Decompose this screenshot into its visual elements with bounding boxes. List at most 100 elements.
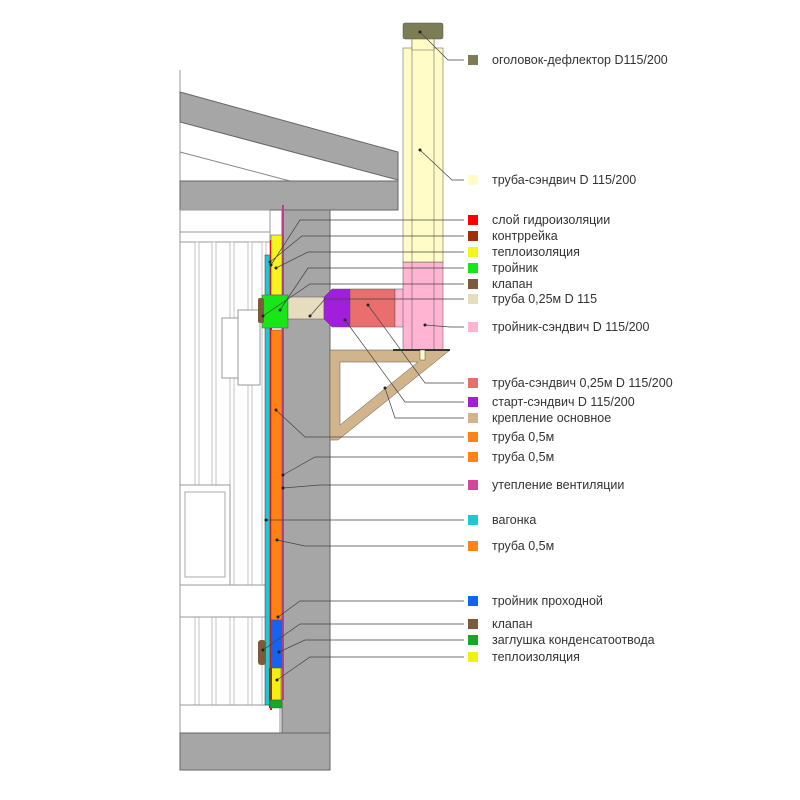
legend-label: теплоизоляция — [492, 650, 580, 664]
legend-label: теплоизоляция — [492, 245, 580, 259]
slat — [194, 241, 200, 706]
leader-line — [419, 31, 464, 61]
legend-item: заглушка конденсатоотвода — [468, 633, 655, 647]
legend-item: труба 0,5м — [468, 430, 554, 444]
legend-label: контррейка — [492, 229, 558, 243]
leader-dot — [308, 314, 312, 318]
leader-dot — [264, 518, 268, 522]
legend-label: крепление основное — [492, 411, 612, 425]
legend-item: труба 0,5м — [468, 450, 554, 464]
legend-swatch — [468, 378, 478, 388]
leader-line — [384, 387, 464, 419]
legend-swatch — [468, 619, 478, 629]
legend-label: оголовок-дефлектор D115/200 — [492, 53, 668, 67]
legend-swatch — [468, 541, 478, 551]
legend-swatch — [468, 55, 478, 65]
legend-item: тройник — [468, 261, 538, 275]
legend-item: теплоизоляция — [468, 245, 580, 259]
legend-label: труба-сэндвич 0,25м D 115/200 — [492, 376, 673, 390]
pipe-0-5m — [270, 329, 283, 621]
tee — [261, 294, 289, 329]
leader-line — [276, 656, 464, 681]
pass-through-tee — [270, 619, 283, 669]
leader-dot — [268, 260, 272, 264]
legend-swatch — [468, 480, 478, 490]
legend-label: тройник-сэндвич D 115/200 — [492, 320, 650, 334]
legend-swatch — [468, 322, 478, 332]
stove-door — [184, 491, 226, 578]
roof-slab — [179, 91, 399, 181]
legend-label: клапан — [492, 277, 533, 291]
leader-line — [269, 235, 464, 263]
leader-line — [262, 283, 464, 317]
legend-label: старт-сэндвич D 115/200 — [492, 395, 635, 409]
legend-swatch — [468, 294, 478, 304]
insulation-bottom — [270, 667, 282, 701]
leader-dot — [418, 30, 422, 34]
leader-line — [344, 319, 464, 403]
legend-item: старт-сэндвич D 115/200 — [468, 395, 635, 409]
leader-line — [367, 304, 464, 384]
legend-label: труба 0,5м — [492, 450, 555, 464]
legend-item: клапан — [468, 277, 532, 291]
legend-label: тройник проходной — [492, 594, 603, 608]
leader-dot — [343, 318, 347, 322]
leader-line — [275, 251, 464, 269]
legend-label: утепление вентиляции — [492, 478, 625, 492]
legend-label: заглушка конденсатоотвода — [492, 633, 655, 647]
leader-dot — [274, 408, 278, 412]
legend-label: труба 0,25м D 115 — [492, 292, 598, 306]
legend-item: тройник проходной — [468, 594, 603, 608]
deflector-cap — [402, 22, 444, 40]
leader-line — [282, 456, 464, 476]
sandwich-pipe — [402, 47, 444, 263]
leader-line — [278, 639, 464, 653]
legend-item: труба-сэндвич D 115/200 — [468, 173, 636, 187]
valve — [258, 298, 264, 323]
leader-line — [270, 219, 464, 266]
legend-swatch — [468, 652, 478, 662]
pipe-0-25m — [287, 296, 325, 320]
leader-dot — [277, 650, 281, 654]
legend-item: теплоизоляция — [468, 650, 580, 664]
legend-item: тройник-сэндвич D 115/200 — [468, 320, 649, 334]
legend-label: труба-сэндвич D 115/200 — [492, 173, 637, 187]
legend-item: слой гидроизоляции — [468, 213, 610, 227]
slat — [229, 241, 235, 706]
condensate-plug — [269, 699, 283, 709]
bench — [179, 584, 271, 618]
legend-swatch — [468, 279, 478, 289]
legend-label: труба 0,5м — [492, 430, 555, 444]
inner-pipe-top — [411, 37, 435, 51]
legend-item: контррейка — [468, 229, 558, 243]
leader-dot — [261, 648, 265, 652]
legend-item: крепление основное — [468, 411, 611, 425]
leader-line — [279, 267, 464, 311]
leader-dot — [274, 266, 278, 270]
stove-pipe-connector — [237, 309, 261, 386]
legend-label: тройник — [492, 261, 538, 275]
leader-dot — [275, 678, 279, 682]
leader-line — [277, 600, 464, 618]
leader-dot — [281, 486, 285, 490]
legend-item: труба 0,25м D 115 — [468, 292, 597, 306]
leader-dot — [418, 148, 422, 152]
legend-swatch — [468, 247, 478, 257]
sandwich-0-25m — [349, 288, 396, 328]
foundation — [179, 732, 331, 771]
legend-swatch — [468, 432, 478, 442]
interior-rail — [179, 231, 271, 243]
leader-dot — [275, 538, 279, 542]
roof-line — [179, 151, 291, 182]
leader-line — [276, 539, 464, 547]
leader-dot — [383, 386, 387, 390]
leader-dot — [278, 308, 282, 312]
leader-dot — [276, 615, 280, 619]
legend-swatch — [468, 263, 478, 273]
sandwich-tee — [402, 261, 444, 351]
legend-item: клапан — [468, 617, 532, 631]
leader-dot — [423, 323, 427, 327]
legend-swatch — [468, 175, 478, 185]
